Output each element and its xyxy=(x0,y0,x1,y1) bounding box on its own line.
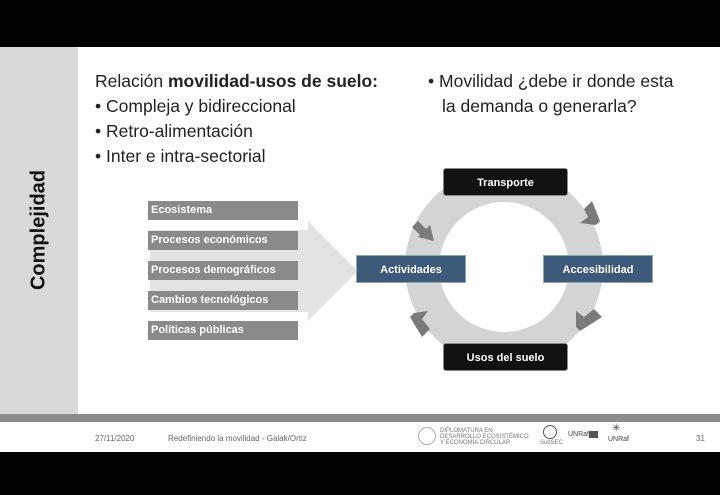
heading-bold: movilidad-usos de suelo: xyxy=(167,71,379,91)
factor-cambios-tecnologicos: Cambios tecnológicos xyxy=(148,291,298,310)
right-bullet-line2: la demanda o generarla? xyxy=(442,96,637,116)
factor-procesos-demograficos: Procesos demográficos xyxy=(148,261,298,280)
unraf-star-icon: ✳ xyxy=(612,423,621,434)
bullet-glyph: • xyxy=(428,71,435,91)
unraf-logo-mark xyxy=(589,431,598,438)
heading: Relación movilidad-usos de suelo: xyxy=(95,69,378,94)
bottom-band xyxy=(0,414,720,422)
bullet-text: Retro-alimentación xyxy=(106,121,253,141)
sidebar: Complejidad xyxy=(0,47,78,414)
heading-prefix: Relación xyxy=(95,71,168,91)
node-transporte: Transporte xyxy=(443,168,568,196)
arrow-down-right-icon xyxy=(580,201,600,225)
node-actividades: Actividades xyxy=(356,255,466,283)
diplomatura-line3: Y ECONOMÍA CIRCULAR xyxy=(440,440,511,446)
unraf-logo-text: UNRaf xyxy=(568,431,590,438)
page-number: 31 xyxy=(696,434,705,443)
slide: Complejidad Relación movilidad-usos de s… xyxy=(0,47,720,452)
footer-subtitle: Redefiniendo la movilidad - Galak/Ortiz xyxy=(168,434,307,443)
cycle-diagram xyxy=(150,168,603,366)
node-usos-del-suelo: Usos del suelo xyxy=(443,343,568,371)
arrow-down-left-icon xyxy=(576,309,602,331)
subsec-logo-icon xyxy=(543,425,557,439)
diplomatura-line1: DIPLOMATURA EN xyxy=(440,428,493,434)
footer: 27/11/2020 Redefiniendo la movilidad - G… xyxy=(0,422,720,452)
footer-date: 27/11/2020 xyxy=(95,434,135,443)
bullet-glyph: • xyxy=(95,121,102,141)
diplomatura-line2: DESARROLLO ECOSISTÉMICO xyxy=(440,434,529,440)
bullet-text: Compleja y bidireccional xyxy=(106,96,296,116)
factor-procesos-economicos: Procesos económicos xyxy=(148,231,298,250)
diplomatura-logo-text: DIPLOMATURA EN DESARROLLO ECOSISTÉMICO Y… xyxy=(440,428,529,446)
bullet-3: • Inter e intra-sectorial xyxy=(95,144,266,169)
bullet-1: • Compleja y bidireccional xyxy=(95,94,296,119)
unraf-logo2-text: UNRaf xyxy=(608,436,630,443)
factor-politicas-publicas: Políticas públicas xyxy=(148,321,298,340)
bullet-2: • Retro-alimentación xyxy=(95,119,253,144)
right-bullet: • Movilidad ¿debe ir donde esta xyxy=(428,69,673,94)
factor-ecosistema: Ecosistema xyxy=(148,201,298,220)
bullet-text: Inter e intra-sectorial xyxy=(106,146,266,166)
subsec-logo-text: SubSEC xyxy=(540,440,564,446)
bullet-glyph: • xyxy=(95,146,102,166)
diplomatura-logo-icon xyxy=(418,427,436,445)
right-bullet-line1: Movilidad ¿debe ir donde esta xyxy=(439,71,674,91)
arrow-up-right-icon xyxy=(412,221,434,241)
arrow-up-left-icon xyxy=(410,311,430,337)
right-bullet-cont: la demanda o generarla? xyxy=(442,94,637,119)
bullet-glyph: • xyxy=(95,96,102,116)
node-accesibilidad: Accesibilidad xyxy=(543,255,653,283)
